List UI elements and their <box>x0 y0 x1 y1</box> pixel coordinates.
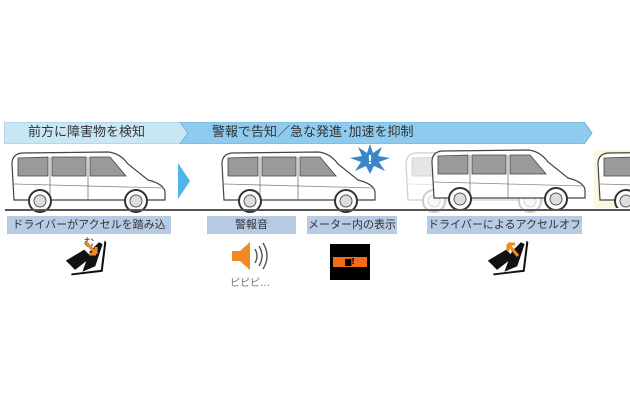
label-alarm: 警報音 <box>207 216 296 234</box>
banner-arrow <box>4 122 593 144</box>
banner-stage-warn: 警報で告知／急な発進･加速を抑制 <box>212 125 414 140</box>
next-arrow-icon <box>178 163 190 199</box>
van-partial <box>594 150 630 208</box>
label-driver-press: ドライバーがアクセルを踏み込む <box>7 216 171 249</box>
accelerator-press-icon <box>65 240 107 276</box>
label-meter: メーター内の表示 <box>307 216 397 234</box>
banner-segment-warn <box>179 122 593 144</box>
accelerator-release-icon <box>487 240 529 276</box>
warning-burst-icon: ! <box>350 144 390 174</box>
van-suppressed <box>428 148 588 212</box>
sound-text: ピピピ… <box>230 278 270 289</box>
car-warning-icon: ▆! <box>333 257 367 267</box>
van-detect <box>8 150 168 214</box>
meter-display-icon: ▆! <box>330 244 370 280</box>
speaker-icon <box>232 242 268 270</box>
svg-text:!: ! <box>367 153 372 167</box>
ground-line <box>5 209 630 211</box>
label-driver-release: ドライバーによるアクセルオフ <box>427 216 582 234</box>
banner-stage-detect: 前方に障害物を検知 <box>28 125 146 140</box>
